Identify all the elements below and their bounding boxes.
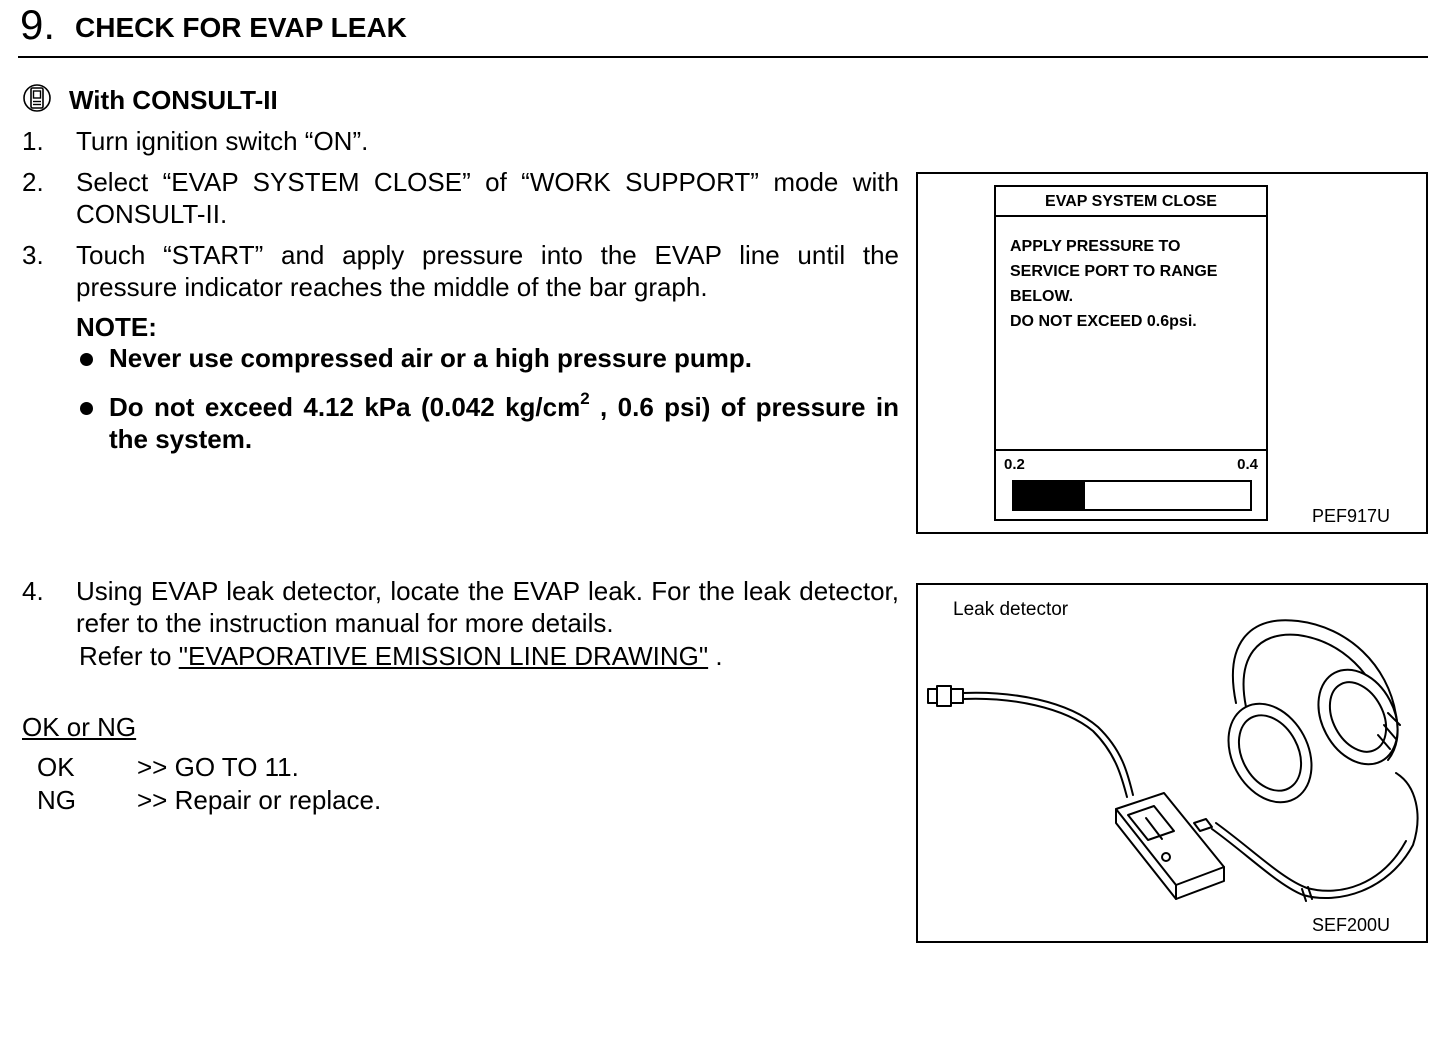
refer-line: Refer to "EVAPORATIVE EMISSION LINE DRAW… — [79, 641, 723, 671]
leak-detector-label: Leak detector — [953, 599, 1069, 620]
ok-action: >> GO TO 11. — [137, 752, 299, 782]
step-1-number: 1. — [22, 126, 44, 156]
ng-action: >> Repair or replace. — [137, 785, 382, 815]
figure-code: PEF917U — [1311, 506, 1390, 526]
screen-line: DO NOT EXCEED 0.6psi. — [1010, 313, 1197, 330]
leak-detector-figure: Leak detector — [916, 583, 1428, 943]
ok-label: OK — [37, 752, 75, 782]
pressure-bar-fill — [1014, 482, 1085, 509]
bar-scale-high: 0.4 — [1237, 456, 1258, 473]
step-3-number: 3. — [22, 240, 44, 270]
step-4-number: 4. — [22, 576, 44, 606]
note-bullet-1: Never use compressed air or a high press… — [109, 343, 753, 373]
section-title: CHECK FOR EVAP LEAK — [75, 12, 407, 43]
ng-label: NG — [37, 785, 76, 815]
step-3-text: Touch “START” and apply pressure into th… — [76, 240, 899, 302]
step-4-text: Using EVAP leak detector, locate the EVA… — [76, 576, 899, 638]
ok-ng-heading: OK or NG — [22, 712, 137, 742]
leak-detector-illustration — [927, 619, 1419, 902]
screen-line: BELOW. — [1010, 288, 1074, 305]
consult-screen-figure: EVAP SYSTEM CLOSE APPLY PRESSURE TO SERV… — [916, 172, 1428, 534]
note-bullet-2: Do not exceed 4.12 kPa (0.042 kg/cm2 , 0… — [109, 389, 899, 454]
step-number: 9. — [20, 1, 56, 48]
bullet-dot — [78, 395, 102, 419]
section-header: 9. CHECK FOR EVAP LEAK — [18, 0, 1428, 58]
consult-screen: EVAP SYSTEM CLOSE APPLY PRESSURE TO SERV… — [994, 185, 1268, 521]
bar-scale-low: 0.2 — [1004, 456, 1025, 473]
step-2-number: 2. — [22, 167, 44, 197]
screen-divider — [996, 449, 1266, 451]
step-1-text: Turn ignition switch “ON”. — [76, 126, 369, 156]
note-title: NOTE: — [76, 312, 157, 342]
pressure-bar-graph — [1012, 480, 1252, 511]
figure-code: SEF200U — [1311, 915, 1390, 935]
consult-heading: With CONSULT-II — [69, 85, 278, 115]
bullet-dot — [78, 346, 102, 370]
evap-line-drawing-link[interactable]: "EVAPORATIVE EMISSION LINE DRAWING" — [178, 641, 709, 671]
screen-line: APPLY PRESSURE TO — [1010, 238, 1181, 255]
screen-title: EVAP SYSTEM CLOSE — [996, 187, 1266, 217]
screen-line: SERVICE PORT TO RANGE — [1010, 263, 1218, 280]
step-2-text: Select “EVAP SYSTEM CLOSE” of “WORK SUPP… — [76, 167, 899, 229]
consult-tester-icon — [23, 84, 51, 112]
